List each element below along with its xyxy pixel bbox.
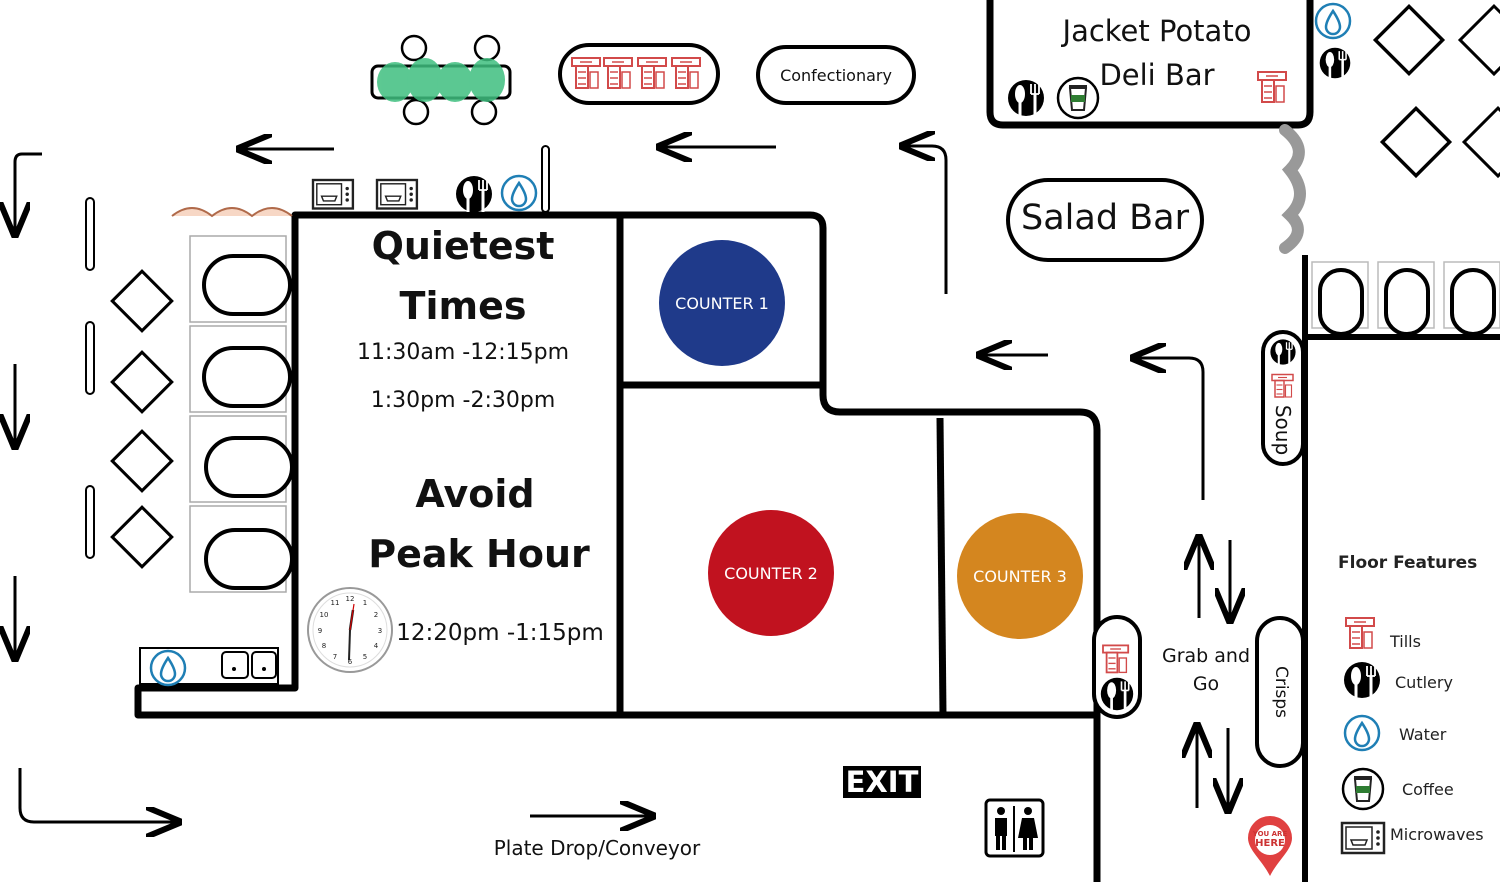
counter-1-circle xyxy=(659,240,785,366)
deli-bar-box xyxy=(986,0,1314,129)
counter-3-circle xyxy=(957,513,1083,639)
svg-text:8: 8 xyxy=(322,642,326,650)
legend-title: Floor Features xyxy=(1338,553,1478,573)
quiet-time-1: 11:30am -12:15pm xyxy=(356,340,570,365)
cutlery-icon xyxy=(1318,46,1352,80)
water-icon xyxy=(500,174,538,212)
cutlery-icon xyxy=(1269,338,1297,366)
legend-label-tills: Tills xyxy=(1390,632,1421,651)
svg-text:10: 10 xyxy=(320,611,329,619)
crisps-pill xyxy=(1255,616,1305,768)
microwave-icon xyxy=(375,178,419,210)
grab-and-go-label-2: Go xyxy=(1192,673,1220,695)
legend-label-water: Water xyxy=(1399,725,1447,744)
svg-text:4: 4 xyxy=(374,642,379,650)
water-icon xyxy=(149,649,187,687)
cutlery-icon xyxy=(1099,676,1135,712)
plate-drop-label: Plate Drop/Conveyor xyxy=(493,836,701,860)
quiet-title-1: Quietest xyxy=(371,224,555,268)
divider-post xyxy=(541,145,550,213)
you-are-here-label-2: HERE xyxy=(1255,838,1285,849)
tills-pill xyxy=(558,43,720,105)
counter-2-circle xyxy=(708,510,834,636)
soup-pill xyxy=(1261,330,1305,466)
peak-time: 12:20pm -1:15pm xyxy=(396,620,604,646)
coffee-icon xyxy=(1341,767,1385,811)
microwave-icon xyxy=(311,178,355,210)
exit-label: EXIT xyxy=(845,765,919,799)
water-icon xyxy=(1343,714,1381,752)
quiet-time-2: 1:30pm -2:30pm xyxy=(370,388,556,413)
svg-text:7: 7 xyxy=(333,653,337,661)
toilet-icon xyxy=(984,798,1045,858)
till-icon xyxy=(1345,617,1375,649)
svg-text:6: 6 xyxy=(348,658,353,666)
you-are-here-pin xyxy=(1248,816,1292,876)
microwave-icon xyxy=(1340,821,1386,855)
peak-title-2: Peak Hour xyxy=(368,532,590,576)
salad-bar-pill xyxy=(1006,178,1204,262)
left-seating xyxy=(85,197,294,685)
svg-text:2: 2 xyxy=(374,611,378,619)
confectionary-label: Confectionary xyxy=(780,66,892,85)
deli-bar-label: Deli Bar xyxy=(1099,58,1215,92)
plant-table xyxy=(370,34,512,126)
partition-plant xyxy=(1279,124,1306,254)
jacket-potato-label: Jacket Potato xyxy=(1062,14,1252,48)
cutlery-icon xyxy=(1343,661,1381,699)
legend-label-microwaves: Microwaves xyxy=(1390,825,1484,844)
water-icon xyxy=(1314,2,1352,40)
svg-text:5: 5 xyxy=(363,653,367,661)
legend-icons xyxy=(1340,617,1386,855)
svg-text:11: 11 xyxy=(331,599,340,607)
right-booths xyxy=(1311,261,1500,336)
main-walls xyxy=(134,211,1101,719)
salad-bar-label: Salad Bar xyxy=(1020,198,1190,238)
confectionary-pill xyxy=(756,45,916,105)
peak-title-1: Avoid xyxy=(415,472,535,516)
svg-text:1: 1 xyxy=(363,599,367,607)
counter-2-label: COUNTER 2 xyxy=(724,564,818,583)
right-top-tables xyxy=(1372,3,1500,179)
flow-arrows xyxy=(15,146,1230,822)
svg-text:3: 3 xyxy=(378,627,382,635)
grab-and-go-label-1: Grab and xyxy=(1161,645,1251,667)
exit-sign xyxy=(843,766,921,798)
you-are-here-label-1: YOU ARE xyxy=(1252,830,1288,838)
counter-3-label: COUNTER 3 xyxy=(973,567,1067,586)
counter-1-label: COUNTER 1 xyxy=(675,294,769,313)
soup-label: Soup xyxy=(1271,404,1295,456)
cutlery-icon xyxy=(455,175,493,213)
svg-text:9: 9 xyxy=(318,627,322,635)
legend-label-cutlery: Cutlery xyxy=(1395,673,1453,692)
quiet-title-2: Times xyxy=(399,284,527,328)
svg-text:12: 12 xyxy=(346,595,355,603)
crisps-label: Crisps xyxy=(1271,665,1291,719)
legend-label-coffee: Coffee xyxy=(1402,780,1454,799)
